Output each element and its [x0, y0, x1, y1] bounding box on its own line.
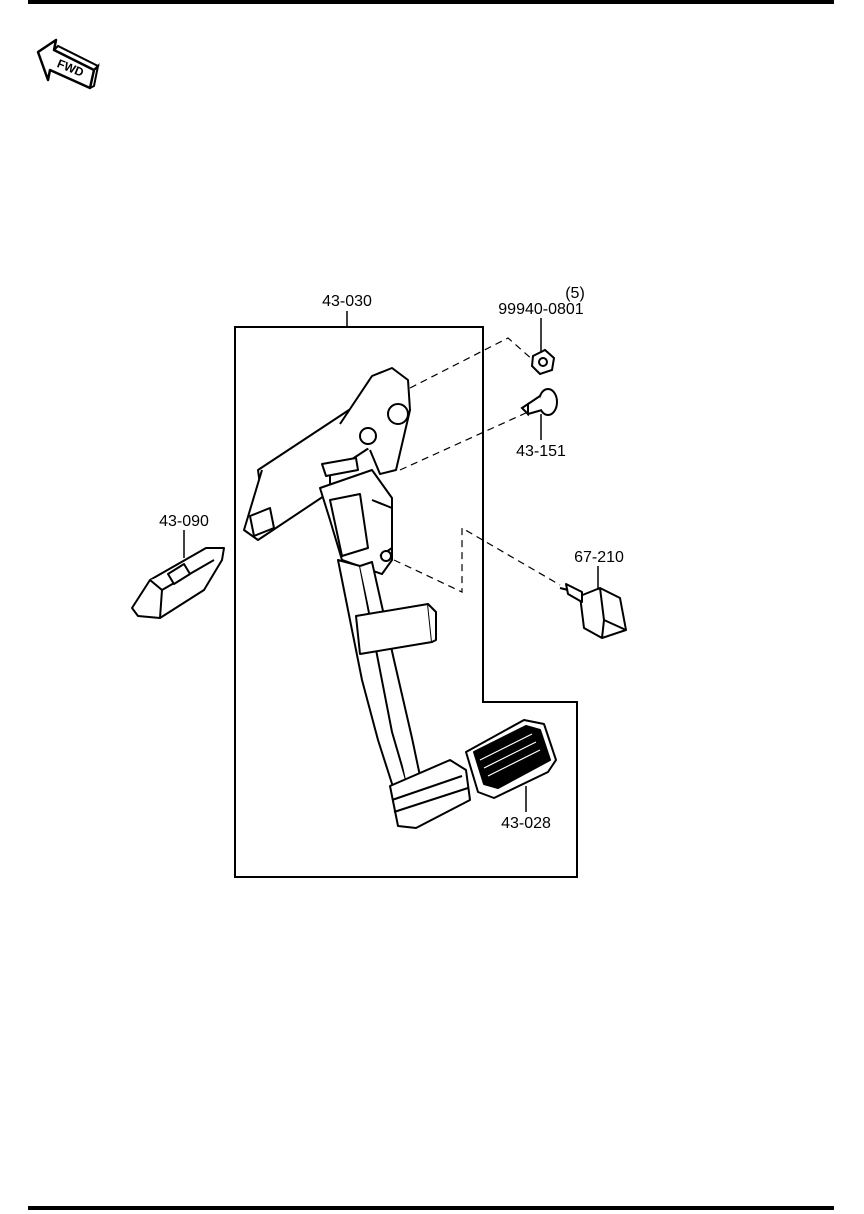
- nut-icon: [530, 348, 556, 376]
- stop-switch-icon: [559, 583, 627, 639]
- part-label-switch: 67-210: [574, 549, 624, 566]
- pedal-pad-icon: [465, 719, 557, 799]
- dashed-guide-lines: [393, 337, 561, 593]
- left-pad-icon: [131, 547, 225, 619]
- pedal-bracket-assembly: [243, 367, 471, 829]
- bottom-border-rule: [28, 1206, 834, 1210]
- part-label-nut: 99940-0801: [498, 301, 584, 318]
- assembly-boundary-frame: [234, 326, 578, 878]
- part-label-assembly: 43-030: [322, 293, 372, 310]
- part-quantity-nut: (5): [565, 285, 585, 302]
- part-label-pedal-pad: 43-028: [501, 815, 551, 832]
- part-label-bolt: 43-151: [516, 443, 566, 460]
- bolt-icon: [520, 388, 558, 417]
- part-label-left-pad: 43-090: [159, 513, 209, 530]
- fwd-arrow-icon: FWD: [36, 38, 100, 90]
- top-border-rule: [28, 0, 834, 4]
